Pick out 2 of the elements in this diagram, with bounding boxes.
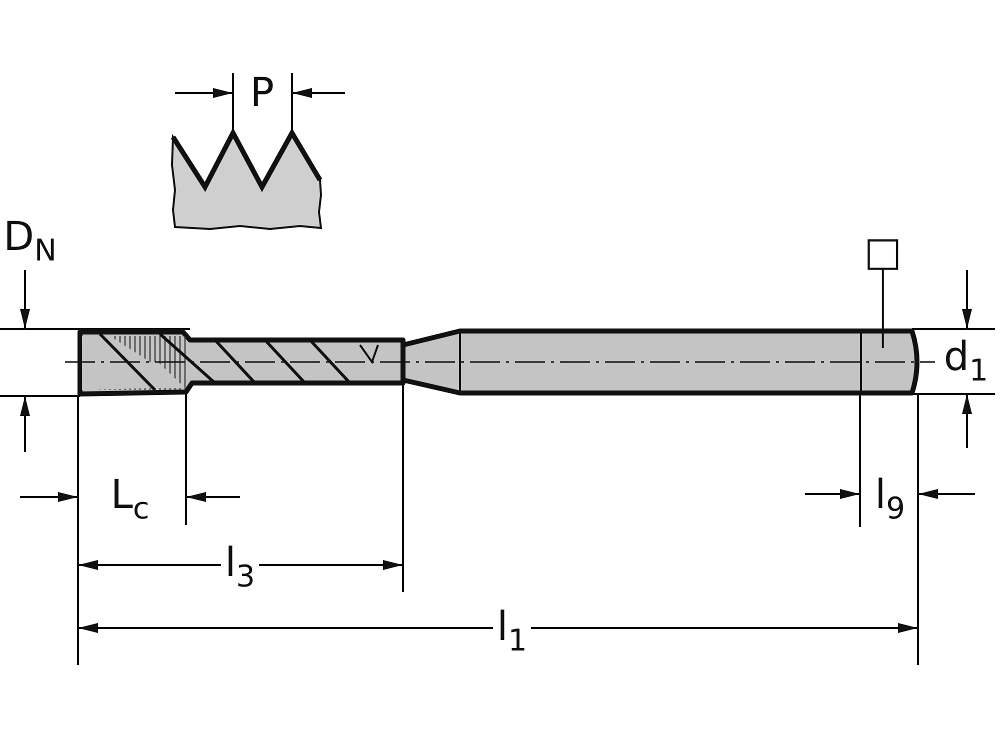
square-drive-symbol: □: [864, 232, 902, 272]
leader-line: [882, 268, 884, 348]
